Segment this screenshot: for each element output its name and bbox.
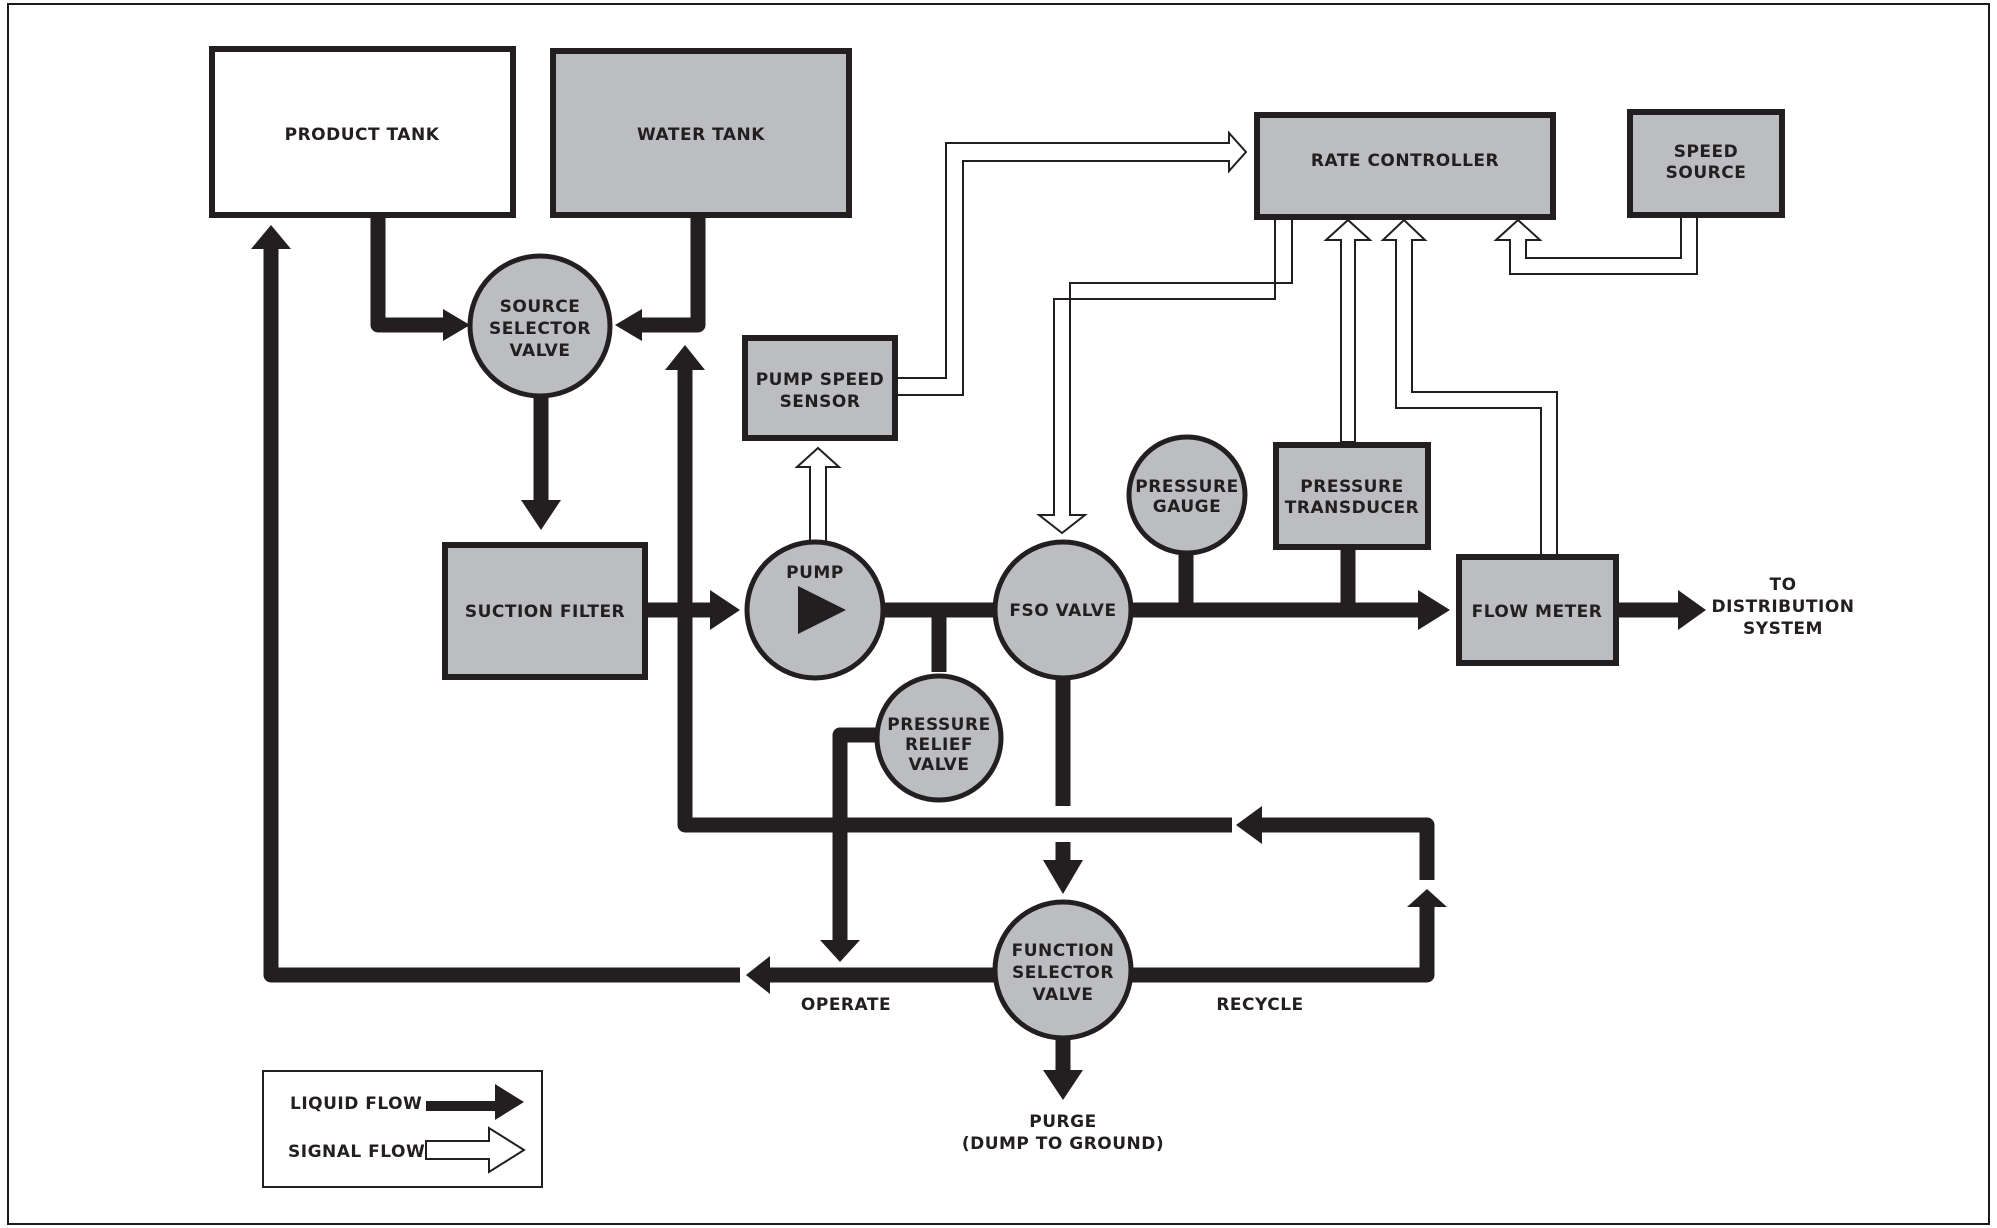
water-tank-label: WATER TANK <box>637 125 765 145</box>
flow-meter: FLOW METER <box>1456 554 1619 666</box>
controller-to-fso-signal-arrow <box>1036 216 1293 535</box>
flow-meter-label: FLOW METER <box>1472 602 1603 622</box>
pressure-gauge-label-1: PRESSURE <box>1135 477 1238 497</box>
source-selector-valve-label-3: VALVE <box>510 341 571 361</box>
product-tank-label: PRODUCT TANK <box>285 125 440 145</box>
pump-speed-sensor-label-1: PUMP SPEED <box>756 370 885 390</box>
suction-filter-label: SUCTION FILTER <box>465 602 625 622</box>
liquid-flow-lines <box>251 215 1706 1100</box>
liquid-arrowhead <box>820 940 860 962</box>
recycle-pipe-top <box>1260 817 1435 880</box>
operate-return-to-product-tank-pipe <box>263 247 740 983</box>
speed-source-label-2: SOURCE <box>1666 163 1747 183</box>
pressure-relief-valve-label-3: VALVE <box>909 755 970 775</box>
liquid-arrowhead <box>746 956 770 994</box>
legend-liquid-flow-label: LIQUID FLOW <box>290 1094 422 1114</box>
transducer-to-controller-signal-arrow <box>1323 218 1373 443</box>
rate-controller-label: RATE CONTROLLER <box>1311 151 1499 171</box>
legend-signal-flow-label: SIGNAL FLOW <box>288 1142 425 1162</box>
function-selector-valve: FUNCTION SELECTOR VALVE <box>992 899 1134 1041</box>
pressure-transducer: PRESSURE TRANSDUCER <box>1273 442 1431 550</box>
pressure-relief-valve-label-2: RELIEF <box>905 735 973 755</box>
rate-controller: RATE CONTROLLER <box>1254 112 1556 220</box>
function-selector-valve-label-2: SELECTOR <box>1012 963 1114 983</box>
pump-speed-sensor-label-2: SENSOR <box>780 392 861 412</box>
source-selector-valve: SOURCE SELECTOR VALVE <box>467 253 613 399</box>
pump-speed-sensor: PUMP SPEED SENSOR <box>742 335 898 441</box>
operate-label: OPERATE <box>801 995 891 1015</box>
pressure-transducer-label-2: TRANSDUCER <box>1285 498 1419 518</box>
liquid-arrowhead <box>251 225 291 249</box>
speed-source-label-1: SPEED <box>1674 142 1739 162</box>
relief-valve-return-pipe <box>832 727 890 940</box>
sensor-to-controller-signal-arrow <box>895 130 1248 396</box>
pump-label: PUMP <box>786 563 844 583</box>
product-tank-to-selector-pipe <box>370 215 445 333</box>
liquid-arrowhead <box>665 345 705 370</box>
function-selector-valve-label-1: FUNCTION <box>1012 941 1115 961</box>
to-distribution-label-2: DISTRIBUTION <box>1711 597 1854 617</box>
speed-source-to-controller-signal-arrow <box>1493 216 1698 275</box>
liquid-arrowhead <box>1236 806 1262 844</box>
speed-source: SPEED SOURCE <box>1627 109 1785 218</box>
liquid-arrowhead <box>1418 590 1450 630</box>
pressure-relief-valve: PRESSURE RELIEF VALVE <box>874 673 1004 803</box>
liquid-arrowhead <box>710 590 740 630</box>
liquid-arrowhead <box>443 309 470 341</box>
purge-label-2: (DUMP TO GROUND) <box>962 1134 1164 1154</box>
to-distribution-label-3: SYSTEM <box>1743 619 1823 639</box>
pressure-gauge: PRESSURE GAUGE <box>1126 434 1248 556</box>
pump-to-sensor-signal-arrow <box>794 446 842 546</box>
function-selector-valve-label-3: VALVE <box>1033 985 1094 1005</box>
liquid-arrowhead <box>1043 1070 1083 1100</box>
liquid-arrowhead <box>1407 889 1447 907</box>
recycle-return-to-water-tank-pipe <box>677 368 1232 833</box>
liquid-arrowhead <box>1678 590 1706 630</box>
pressure-transducer-label-1: PRESSURE <box>1300 477 1403 497</box>
liquid-arrowhead <box>1043 860 1083 894</box>
legend-liquid-flow-arrow <box>426 1084 524 1120</box>
product-tank: PRODUCT TANK <box>209 46 516 218</box>
legend: LIQUID FLOW SIGNAL FLOW <box>262 1070 543 1188</box>
flow-meter-to-controller-signal-arrow <box>1380 218 1558 557</box>
purge-label-1: PURGE <box>1029 1112 1096 1132</box>
fso-valve: FSO VALVE <box>992 539 1134 681</box>
source-selector-valve-label-1: SOURCE <box>500 297 581 317</box>
signal-flow-lines <box>794 130 1698 557</box>
fso-valve-label: FSO VALVE <box>1009 601 1116 621</box>
water-tank: WATER TANK <box>550 48 852 218</box>
pump: PUMP <box>744 539 886 681</box>
pressure-gauge-label-2: GAUGE <box>1153 497 1221 517</box>
distribution-label: TO DISTRIBUTION SYSTEM <box>1711 575 1854 639</box>
pressure-relief-valve-label-1: PRESSURE <box>887 715 990 735</box>
to-distribution-label-1: TO <box>1769 575 1796 595</box>
recycle-pipe-up <box>1132 905 1435 983</box>
water-tank-to-selector-pipe <box>640 215 706 333</box>
liquid-arrowhead <box>521 500 561 530</box>
legend-signal-flow-arrow <box>425 1126 526 1174</box>
recycle-label: RECYCLE <box>1216 995 1303 1015</box>
play-icon <box>798 586 846 634</box>
source-selector-valve-label-2: SELECTOR <box>489 319 591 339</box>
suction-filter: SUCTION FILTER <box>442 542 648 680</box>
liquid-arrowhead <box>615 309 642 341</box>
